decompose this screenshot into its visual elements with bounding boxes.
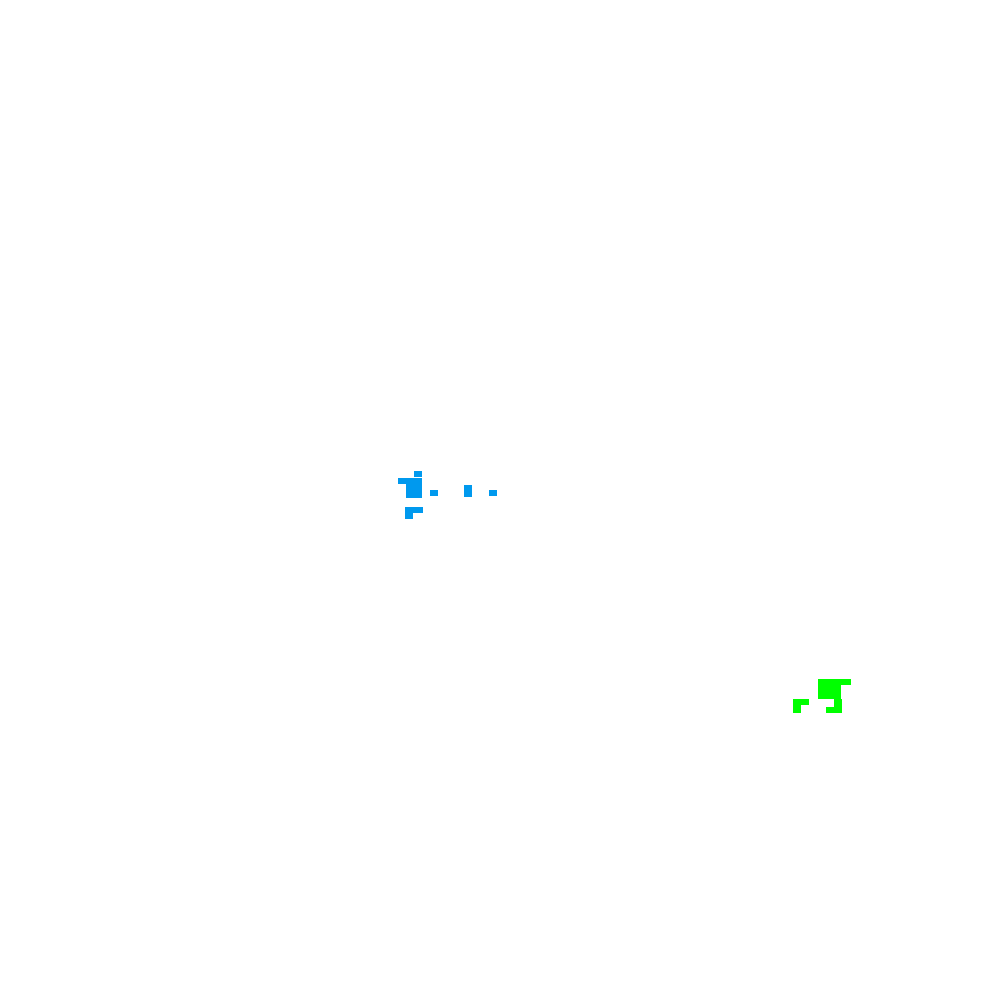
green-cell (826, 707, 834, 713)
blue-cell (414, 471, 422, 477)
blue-cell (406, 478, 422, 498)
blue-cell (489, 490, 497, 496)
blue-cell (405, 507, 423, 513)
green-cell (818, 685, 841, 699)
green-cell (834, 699, 842, 713)
green-cell (793, 705, 801, 713)
green-cell (818, 679, 851, 685)
blue-cell (398, 478, 412, 484)
blue-cell (464, 485, 472, 497)
green-cell (793, 699, 809, 705)
blue-cell (430, 490, 438, 496)
blue-cell (405, 513, 413, 519)
